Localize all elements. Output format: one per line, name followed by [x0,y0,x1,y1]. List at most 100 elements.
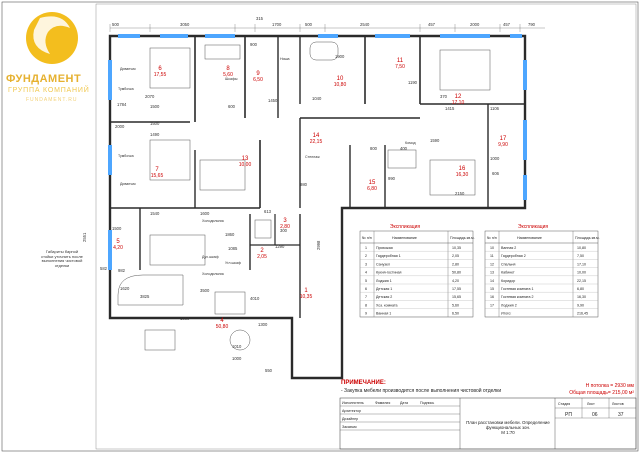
sofa-icon [117,274,184,306]
explication-right-row-2-col-2: 17,10 [577,262,586,266]
dim-2070: 2070 [145,94,155,99]
bathtub-icon [309,41,339,61]
explication-right-row-8-col-1: Итого: [501,312,511,316]
dim-1000: 1000 [232,356,242,361]
explication-right-row-0-col-2: 10,80 [577,246,586,250]
explication-right-row-1-col-0: 11 [490,254,494,258]
label-stelazh: Стеллаж [305,155,320,159]
explication-left-row-4-col-1: Лоджия 1 [376,279,392,283]
note-title: ПРИМЕЧАНИЕ: [341,380,386,386]
dim-1900: 1900 [335,54,345,59]
explication-left-row-0-col-2: 10,35 [452,246,461,250]
svg-text:3: 3 [283,218,287,224]
room-9: 96,50 [253,71,263,83]
svg-text:Наименование: Наименование [517,236,542,240]
explication-left-row-6-col-0: 7 [365,295,367,299]
dim-1500: 1500 [150,104,160,109]
svg-text:Подпись: Подпись [420,401,434,405]
room-6: 617,55 [154,66,167,78]
top-dim-4: 500 [305,22,313,27]
dim-3825: 3825 [140,294,150,299]
explication-right-row-2-col-0: 12 [490,262,494,266]
explication-right-row-5-col-2: 6,80 [577,287,584,291]
dim-1540: 1540 [150,211,160,216]
room-2: 22,05 [257,248,267,260]
svg-text:17: 17 [500,136,507,142]
explication-left-row-5-col-2: 17,55 [452,287,461,291]
total-area: Общая площадь= 215,00 м² [569,390,634,396]
nightstand-icon [387,149,417,169]
svg-text:15: 15 [369,180,376,186]
stamp-role-0: Исполнитель [342,401,364,405]
armchair-icon [229,329,251,351]
explication-left-row-5-col-0: 6 [365,287,367,291]
explication-right-row-7-col-0: 17 [490,303,494,307]
top-dim-7: 2000 [470,22,480,27]
label-shkafy: Шкафы [225,77,238,81]
svg-text:Наименование: Наименование [392,236,417,240]
dim-1620: 1620 [120,286,130,291]
room-7: 715,65 [151,167,164,179]
explication-right-row-8-col-2: 216,45 [577,312,588,316]
walls [108,34,527,380]
svg-text:2: 2 [260,248,264,254]
label-duhshkaf: Дух.шкаф [202,255,219,259]
top-dim-1: 3050 [180,22,190,27]
dim-1600: 1600 [200,211,210,216]
svg-text:9,90: 9,90 [498,142,508,148]
stamp-role-2: Дизайнер [342,417,358,421]
explication-right-row-1-col-1: Гардеробная 2 [501,254,526,258]
room-8: 85,60 [223,66,233,78]
explication-title-left: Экспликация [390,224,420,230]
dim-1490: 1490 [150,132,160,137]
dim-1106: 1106 [490,106,500,111]
svg-text:8: 8 [226,66,230,72]
room-15: 156,80 [367,180,377,192]
svg-text:Площадь кв.м.: Площадь кв.м. [575,236,600,240]
note-text: - Закупка мебели производится после выпо… [341,387,501,394]
dim-1500c: 1500 [150,121,160,126]
explication-left-row-2-col-2: 2,80 [452,262,459,266]
svg-text:16: 16 [459,166,466,172]
dim-1500b: 1500 [112,226,122,231]
svg-text:10,80: 10,80 [334,82,347,88]
explication-left-row-3-col-1: Кухня-гостиная [376,271,401,275]
room-11: 117,50 [395,58,405,70]
dim-1000b: 1000 [490,156,500,161]
explication-right-row-7-col-1: Лоджия 2 [501,303,517,307]
explication-left-row-6-col-2: 15,65 [452,295,461,299]
svg-text:14: 14 [313,133,320,139]
dim-550: 550 [265,368,273,373]
logo-brand: ФУНДАМЕНТ [6,73,81,85]
top-dim-0: 500 [112,22,120,27]
stamp-role-1: Архитектор [342,409,361,413]
dim-606: 606 [492,171,500,176]
explication-right-row-4-col-1: Коридор [501,279,515,283]
explication-left-row-3-col-0: 4 [365,271,367,275]
dim-3500: 3500 [200,288,210,293]
dim-1860: 1860 [225,232,235,237]
dim-4010: 4010 [250,296,260,301]
explication-left-row-6-col-1: Детская 2 [376,295,392,299]
top-dim-5: 2540 [360,22,370,27]
svg-text:9: 9 [256,71,260,77]
note-block: ПРИМЕЧАНИЕ: - Закупка мебели производитс… [341,380,635,396]
explication-left-row-1-col-2: 2,05 [452,254,459,258]
explication-left: Экспликация № п/п Наименование Площадь к… [359,224,475,318]
dining-table-icon [149,234,206,266]
explication-left-row-7-col-2: 5,60 [452,303,459,307]
dim-1300: 1300 [258,322,268,327]
explication-left-row-8-col-0: 9 [365,312,367,316]
explication-left-row-7-col-1: Хоз. комната [376,303,398,307]
explication-left-row-1-col-1: Гардеробная 1 [376,254,401,258]
bed-icon [149,47,191,89]
dim-982: 982 [118,268,126,273]
top-dim-6: 457 [428,22,436,27]
explication-left-row-5-col-1: Детская 1 [376,287,392,291]
explication-right-row-7-col-2: 9,90 [577,303,584,307]
room-3: 32,80 [280,218,290,230]
svg-text:1: 1 [304,288,308,294]
stamp-sheet: 06 [592,412,598,418]
